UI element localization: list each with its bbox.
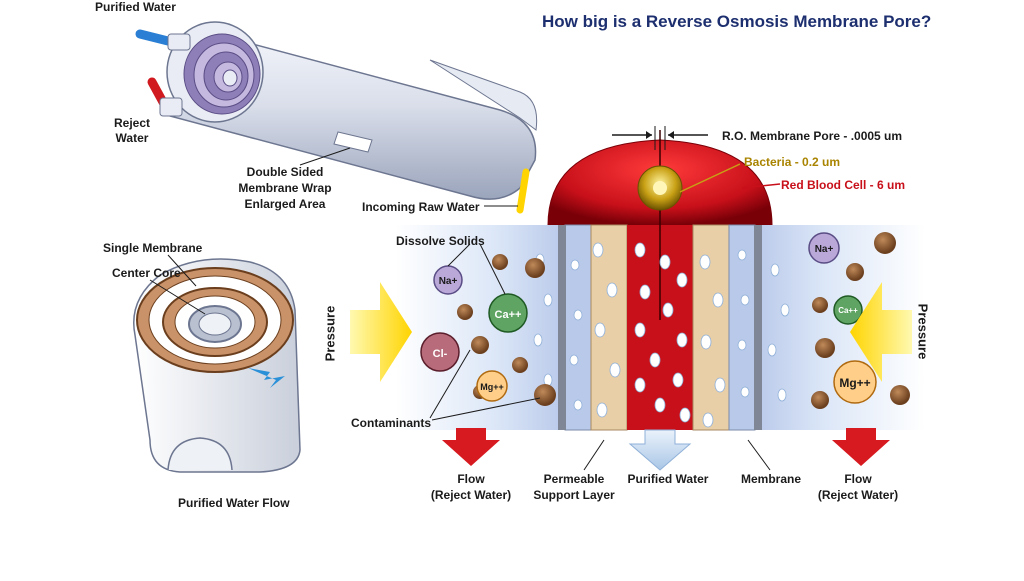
purified-water-arrow	[628, 429, 692, 471]
label-flow-right-2: (Reject Water)	[817, 488, 899, 502]
ion-ca-right: Ca++	[833, 295, 863, 325]
svg-text:Na+: Na+	[439, 276, 458, 287]
reject-flow-arrow-right	[832, 428, 890, 466]
label-purified-water: Purified Water	[95, 0, 176, 14]
diagram-title: How big is a Reverse Osmosis Membrane Po…	[542, 12, 932, 31]
ion-na-right: Na+	[808, 232, 840, 264]
label-bacteria-size: Bacteria - 0.2 um	[744, 155, 841, 169]
label-permeable-2: Support Layer	[533, 488, 615, 502]
svg-text:Mg++: Mg++	[839, 376, 870, 390]
reject-flow-arrow-left	[442, 428, 500, 466]
label-center-core: Center Core	[112, 266, 181, 280]
pressure-arrow-left	[350, 282, 412, 382]
label-incoming-raw-water: Incoming Raw Water	[362, 200, 480, 214]
label-flow-left-2: (Reject Water)	[430, 488, 512, 502]
ion-mg-left: Mg++	[476, 370, 508, 402]
svg-text:Mg++: Mg++	[480, 382, 504, 392]
label-pressure-right: Pressure	[915, 303, 931, 360]
svg-text:Ca++: Ca++	[838, 306, 858, 315]
svg-text:Cl-: Cl-	[433, 348, 448, 360]
label-flow-left-1: Flow	[457, 472, 485, 486]
ion-mg-right: Mg++	[833, 360, 877, 404]
label-wrap-3: Enlarged Area	[244, 197, 326, 211]
ro-module-illustration	[135, 21, 538, 214]
membrane-cross-section: Na+ Ca++ Cl- Mg++ Na+ Ca++ Mg++	[350, 126, 925, 471]
label-dissolve-solids: Dissolve Solids	[396, 234, 485, 248]
svg-text:Na+: Na+	[815, 244, 834, 255]
label-purified-water-center: Purified Water	[627, 472, 709, 486]
label-purified-water-flow: Purified Water Flow	[178, 496, 290, 510]
ion-na-left: Na+	[433, 265, 463, 295]
pressure-arrow-right	[850, 282, 912, 382]
label-contaminants: Contaminants	[351, 416, 432, 430]
ion-cl-left: Cl-	[420, 332, 460, 372]
label-wrap-1: Double Sided	[246, 165, 324, 179]
label-flow-right-1: Flow	[844, 472, 872, 486]
ion-ca-left: Ca++	[488, 293, 528, 333]
label-pore-size: R.O. Membrane Pore - .0005 um	[722, 129, 903, 143]
membrane-roll-illustration	[133, 254, 301, 473]
label-permeable-1: Permeable	[543, 472, 605, 486]
label-pressure-left: Pressure	[322, 305, 338, 362]
label-wrap-2: Membrane Wrap	[238, 181, 332, 195]
label-reject-water-2: Water	[115, 131, 149, 145]
label-reject-water-1: Reject	[113, 116, 151, 130]
svg-text:Ca++: Ca++	[495, 309, 522, 321]
label-rbc-size: Red Blood Cell - 6 um	[781, 178, 906, 192]
label-membrane: Membrane	[740, 472, 802, 486]
label-single-membrane: Single Membrane	[103, 241, 203, 255]
